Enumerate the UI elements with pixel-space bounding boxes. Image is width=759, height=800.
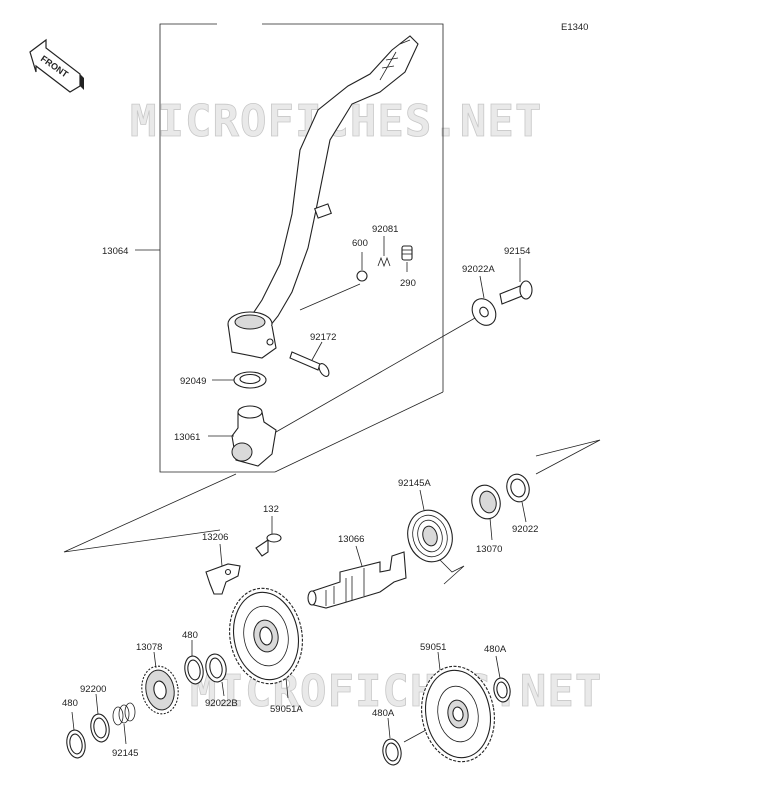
diagram-code: E1340 — [561, 22, 588, 33]
collar-13070 — [471, 484, 501, 541]
circlip-480a-right — [493, 655, 511, 703]
guide-13206 — [205, 543, 241, 595]
label-600: 600 — [352, 238, 368, 249]
steel-ball — [356, 270, 368, 282]
label-480A-right: 480A — [484, 644, 507, 655]
washer-92022b — [205, 653, 227, 697]
kick-shaft-13066 — [307, 545, 407, 609]
set-screw-290 — [401, 245, 413, 272]
assembly-bracket — [135, 23, 444, 473]
washer-92022a — [471, 275, 497, 326]
spring-92145 — [112, 702, 136, 745]
washer-92200 — [90, 693, 110, 743]
label-132: 132 — [263, 504, 279, 515]
label-92200: 92200 — [80, 684, 106, 695]
bolt-132 — [255, 516, 282, 557]
label-480-lower: 480 — [62, 698, 78, 709]
label-92022B: 92022B — [205, 698, 238, 709]
label-92022A: 92022A — [462, 264, 495, 275]
label-13061: 13061 — [174, 432, 200, 443]
lower-guide-line — [63, 473, 237, 553]
label-13070: 13070 — [476, 544, 502, 555]
label-92081: 92081 — [372, 224, 398, 235]
circlip-480-lower — [66, 711, 86, 759]
boss-13061 — [208, 405, 277, 467]
label-92145A: 92145A — [398, 478, 431, 489]
label-480A-lower: 480A — [372, 708, 395, 719]
ratchet-13078 — [141, 651, 179, 715]
label-13078: 13078 — [136, 642, 162, 653]
label-59051A: 59051A — [270, 704, 303, 715]
label-290: 290 — [400, 278, 416, 289]
label-92049: 92049 — [180, 376, 206, 387]
circlip-480a-lower — [382, 717, 427, 766]
oil-seal-92049 — [212, 371, 267, 389]
label-59051: 59051 — [420, 642, 446, 653]
kick-pedal-lever — [227, 35, 419, 359]
spring-92081 — [377, 236, 391, 268]
kick-spring-92145a — [407, 489, 465, 585]
alignment-line — [261, 317, 476, 441]
gear-59051a — [229, 587, 303, 699]
gear-59051 — [421, 651, 495, 763]
label-92145: 92145 — [112, 748, 138, 759]
washer-92022 — [506, 473, 530, 523]
label-92172: 92172 — [310, 332, 336, 343]
bolt-92154 — [499, 258, 533, 305]
label-13064: 13064 — [102, 246, 128, 257]
label-480-upper: 480 — [182, 630, 198, 641]
label-13066: 13066 — [338, 534, 364, 545]
bolt-92172 — [289, 341, 330, 377]
label-92154: 92154 — [504, 246, 530, 257]
front-arrow-icon: FRONT — [29, 38, 84, 93]
label-13206: 13206 — [202, 532, 228, 543]
circlip-480-upper — [184, 640, 204, 685]
label-92022: 92022 — [512, 524, 538, 535]
